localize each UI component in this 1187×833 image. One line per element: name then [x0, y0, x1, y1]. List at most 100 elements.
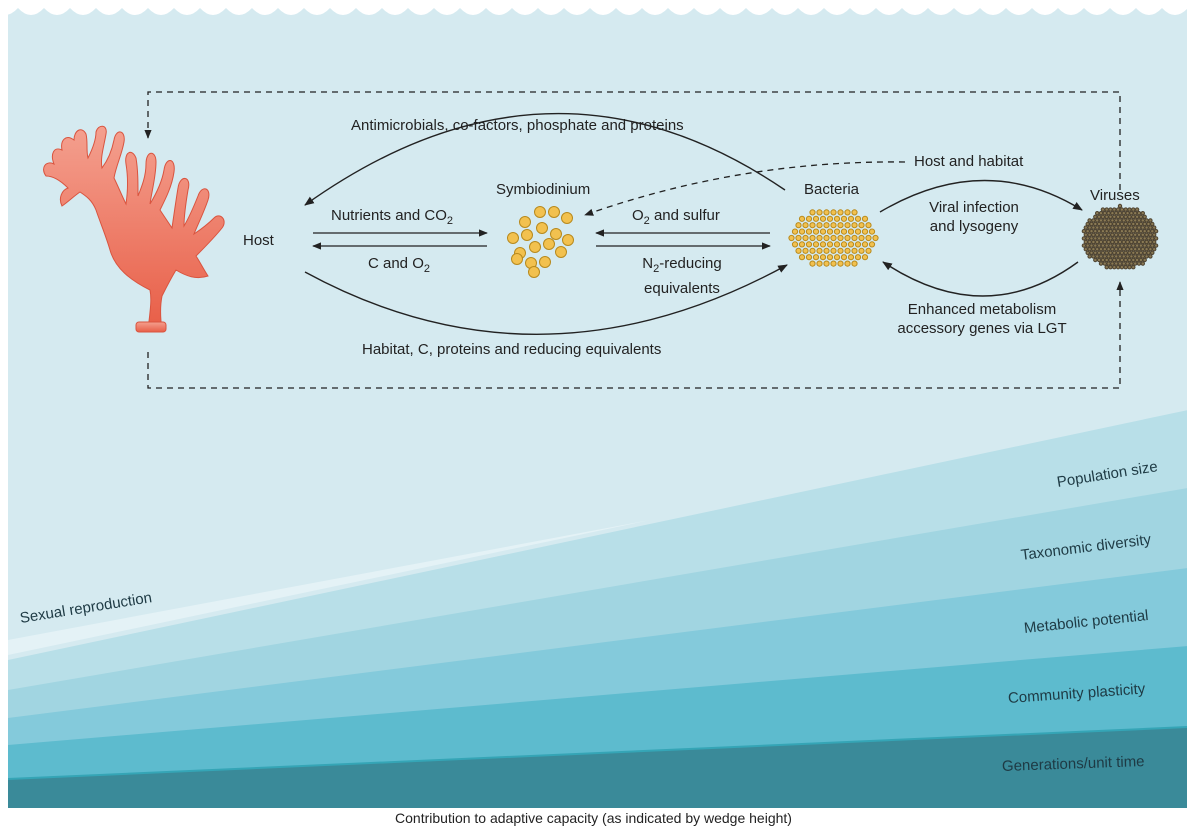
virus-particle [1136, 247, 1142, 252]
bacterium [823, 247, 830, 254]
virus-particles [1081, 203, 1159, 270]
bacterium [816, 234, 823, 242]
virus-particle [1115, 236, 1121, 241]
virus-particle [1108, 229, 1113, 234]
bacterium [802, 234, 809, 242]
virus-particle [1131, 243, 1136, 248]
bacterium [868, 228, 876, 235]
virus-particle [1102, 261, 1108, 266]
virus-particle [1131, 214, 1136, 220]
virus-particle [1089, 221, 1094, 227]
virus-particle [1144, 232, 1149, 238]
virus-particle [1133, 225, 1138, 230]
virus-particle [1100, 236, 1106, 241]
bacterium [788, 234, 795, 242]
bacterium [805, 228, 813, 235]
virus-particle [1114, 254, 1119, 259]
virus-particle [1133, 218, 1138, 223]
bacterium [861, 254, 869, 261]
symbiodinium-cell [511, 253, 523, 265]
virus-particle [1112, 257, 1117, 263]
virus-particle [1095, 218, 1100, 223]
bacterium [823, 260, 830, 267]
virus-particle [1104, 243, 1109, 248]
virus-particle [1085, 236, 1090, 241]
virus-particle [1110, 261, 1115, 266]
virus-particle [1083, 247, 1089, 252]
bacterium [826, 215, 834, 222]
bacterium [858, 247, 865, 254]
symbiodinium-cell [519, 216, 531, 228]
bacterium [809, 222, 816, 229]
virus-particle [1106, 239, 1111, 245]
bacterium [791, 241, 799, 248]
bacterium [837, 260, 844, 267]
virus-particle [1115, 265, 1121, 270]
bacterium [805, 241, 813, 248]
virus-particle [1098, 225, 1104, 230]
virus-particle [1123, 214, 1128, 220]
virus-particle [1125, 254, 1130, 259]
virus-particle [1119, 250, 1125, 256]
virus-particle [1112, 207, 1117, 212]
symbiodinium-cell [562, 234, 574, 246]
virus-particle [1133, 261, 1138, 266]
virus-particle [1123, 250, 1128, 256]
virus-particle [1134, 207, 1140, 212]
virus-particle [1100, 257, 1106, 263]
virus-particle [1089, 229, 1094, 234]
symbiodinium-cell [534, 206, 546, 218]
bacterium [816, 247, 823, 254]
virus-particle [1127, 243, 1132, 248]
bacterium [802, 222, 809, 229]
virus-particle [1138, 229, 1144, 234]
virus-particle [1104, 236, 1109, 241]
virus-particle [1115, 207, 1121, 212]
virus-particle [1129, 218, 1134, 223]
symbiodinium-cell [543, 238, 555, 250]
virus-particle [1123, 257, 1128, 263]
virus-particle [1127, 221, 1132, 227]
virus-particle [1102, 232, 1108, 238]
virus-particle [1140, 239, 1146, 245]
virus-particle [1119, 236, 1125, 241]
virus-particle [1108, 221, 1113, 227]
bacterium [826, 228, 834, 235]
bacterium [847, 241, 855, 248]
virus-particle [1123, 236, 1128, 241]
virus-particle [1134, 250, 1140, 256]
virus-particle [1121, 218, 1127, 223]
virus-particle [1146, 229, 1151, 234]
virus-particle [1115, 221, 1121, 227]
virus-particle [1104, 214, 1109, 220]
bacterium [809, 209, 816, 216]
wave-edge [0, 0, 1187, 15]
virus-particle [1108, 243, 1113, 248]
virus-particle [1081, 243, 1087, 248]
bacterium [812, 241, 820, 248]
virus-particle [1123, 207, 1128, 212]
virus-particle [1096, 250, 1102, 256]
virus-particle [1121, 261, 1127, 266]
bacterium [868, 241, 876, 248]
virus-particle [1095, 225, 1100, 230]
virus-particle [1115, 214, 1121, 220]
virus-particle [1096, 236, 1102, 241]
virus-particle [1146, 243, 1151, 248]
virus-particle [1129, 225, 1134, 230]
virus-particle [1121, 254, 1127, 259]
virus-particle [1081, 229, 1087, 234]
bacterium [847, 254, 855, 261]
virus-particle [1110, 218, 1115, 223]
bacterium [809, 247, 816, 254]
virus-particle [1100, 207, 1106, 212]
virus-particle [1102, 218, 1108, 223]
virus-particle [1100, 243, 1106, 248]
virus-particle [1117, 261, 1123, 266]
virus-particle [1150, 221, 1155, 227]
bacterium [844, 247, 851, 254]
virus-particle [1144, 225, 1149, 230]
bacterium [837, 247, 844, 254]
